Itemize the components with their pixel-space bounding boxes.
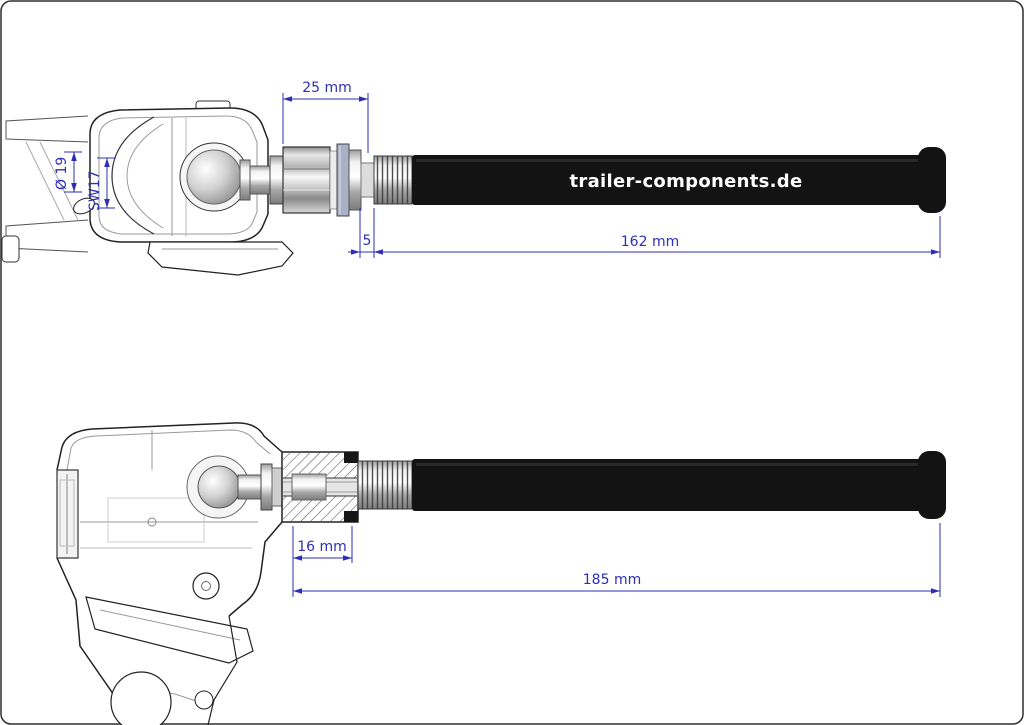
- dim-text-5: 5: [363, 233, 372, 249]
- socket-cup-arc: [111, 116, 155, 235]
- pin-collar: [271, 467, 283, 507]
- brand-label: trailer-components.de: [570, 171, 803, 192]
- axle-assembly-bottom: [357, 451, 946, 519]
- threaded-insert-section: [281, 451, 359, 523]
- spool-flange-right: [269, 155, 284, 205]
- dim-text-162mm: 162 mm: [621, 234, 679, 250]
- dim-text-25mm: 25 mm: [302, 80, 352, 96]
- dim-axle-length-top: 5 162 mm: [348, 208, 941, 258]
- dim-axle-length-bottom: 185 mm: [293, 523, 941, 597]
- clamp-lever-bottom: [85, 596, 254, 664]
- dim-text-diameter-19: Ø 19: [54, 157, 70, 190]
- pin-stem: [237, 474, 263, 500]
- mount-hole: [73, 197, 95, 215]
- coupling-ball-bottom: [197, 465, 241, 509]
- thru-axle-rod-bottom: [412, 459, 922, 511]
- dim-insert-depth: 16 mm: [292, 526, 353, 597]
- dim-wrench-size: SW17: [87, 157, 115, 211]
- axle-assembly-top: trailer-components.de: [239, 143, 946, 217]
- lower-pin: [194, 690, 214, 710]
- ball-pin-bottom: [186, 455, 283, 519]
- clamp-lever-top: [147, 241, 294, 276]
- axle-end-cap-top: [918, 147, 946, 213]
- anodized-flange: [336, 143, 350, 217]
- pin-flange: [260, 463, 273, 511]
- pivot-circle: [192, 572, 220, 600]
- dim-adapter-length: 25 mm: [282, 80, 369, 153]
- lower-ring: [110, 671, 172, 725]
- coupler-housing-bottom: [56, 422, 283, 725]
- spool-flange-left: [239, 159, 251, 201]
- spacer-ring: [329, 150, 338, 210]
- coupling-ball-top: [186, 149, 242, 205]
- hex-nut: [282, 146, 331, 214]
- shaft-neck: [360, 162, 375, 198]
- axle-end-cap-bottom: [918, 451, 946, 519]
- spool-neck: [249, 165, 273, 195]
- thru-axle-rod-top: [412, 155, 922, 205]
- dim-text-185mm: 185 mm: [583, 572, 641, 588]
- left-frame-structure-top: [1, 115, 89, 263]
- bottom-view: 16 mm 185 mm: [56, 422, 946, 725]
- washer-ring: [348, 149, 362, 211]
- dim-ball-diameter: Ø 19: [54, 151, 82, 193]
- top-view: trailer-components.de 25 mm Ø 19: [1, 80, 946, 276]
- inner-bolt-head: [291, 473, 327, 501]
- dim-text-16mm: 16 mm: [297, 539, 347, 555]
- dim-text-sw17: SW17: [87, 170, 103, 211]
